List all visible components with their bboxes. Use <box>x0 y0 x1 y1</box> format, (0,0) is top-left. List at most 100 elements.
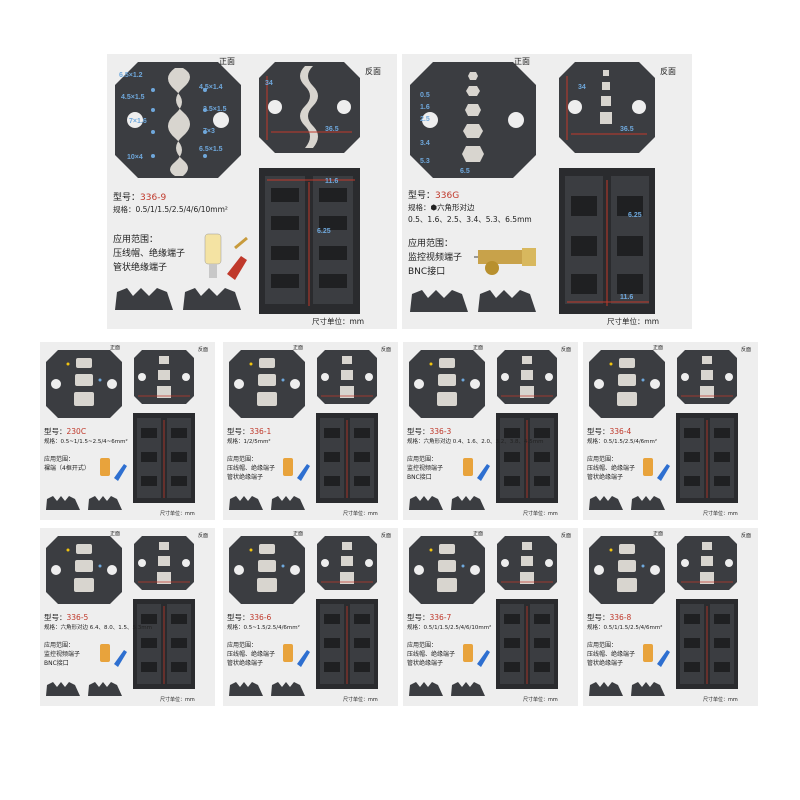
front-label: 正面 <box>473 531 484 537</box>
model-number: 336G <box>435 191 460 201</box>
spec-line: 规格：六角形对边 6.4、8.0、1.5、5.3mm <box>44 625 152 631</box>
front-label: 正面 <box>473 345 484 351</box>
model-number: 230C <box>66 427 87 436</box>
die-side-photo <box>676 599 738 689</box>
scope-line: 管状绝缘端子 <box>227 474 264 481</box>
die-side-photo <box>496 599 558 689</box>
model-line: 型号：336-3 <box>407 427 452 436</box>
back-label: 反面 <box>381 533 392 539</box>
spec-line: 规格：六角形对边 0.4、1.6、2.0、3.2、3.8、4.5mm <box>407 439 544 445</box>
front-mark: 3.4 <box>420 140 430 147</box>
scope-line: 压线帽、绝缘端子 <box>407 651 456 658</box>
scope-line: 监控视频端子 <box>407 465 444 472</box>
front-mark: 4.5×1.4 <box>199 84 223 91</box>
model-number: 336-5 <box>66 613 89 622</box>
scope-line: 压线帽、绝缘端子 <box>587 465 636 472</box>
scope-line: 管状绝缘端子 <box>227 660 264 667</box>
die-front-photo <box>46 536 122 604</box>
die-back-photo <box>259 62 360 153</box>
spec-value: 0.5/1/1.5/2.5/4/6/10mm² <box>135 205 228 214</box>
scope-line: 压线帽、绝缘端子 <box>227 651 276 658</box>
model-number: 336-4 <box>609 427 632 436</box>
unit-note: 尺寸单位：mm <box>703 511 738 517</box>
front-mark: 2.5 <box>420 116 430 123</box>
die-pieces-image <box>410 290 536 312</box>
spec-line: 规格：0.5/1/1.5/2.5/4/6mm² <box>587 625 663 631</box>
die-front-photo <box>229 536 305 604</box>
back-label: 反面 <box>365 67 381 76</box>
spec-line: 规格：0.5/1.5/2.5/4/6mm² <box>587 439 658 445</box>
die-side-photo <box>496 413 558 503</box>
back-label: 反面 <box>660 67 676 76</box>
spec-line: 规格：1/2/5mm² <box>227 439 271 445</box>
terminal-image <box>100 644 127 667</box>
model-number: 336-7 <box>429 613 452 622</box>
unit-note: 尺寸单位：mm <box>160 511 195 517</box>
scope-line: 压线帽、绝缘端子 <box>227 465 276 472</box>
die-side-photo <box>676 413 738 503</box>
scope-line: 管状绝缘端子 <box>407 660 444 667</box>
unit-note: 尺寸单位：mm <box>343 697 378 703</box>
die-pieces-image <box>589 682 665 696</box>
dimension-label: 34 <box>265 80 273 87</box>
dimension-label: 36.5 <box>620 126 634 133</box>
scope-title: 应用范围： <box>587 456 618 463</box>
unit-note: 尺寸单位：mm <box>343 511 378 517</box>
unit-note: 尺寸单位：mm <box>160 697 195 703</box>
scope-title: 应用范围： <box>113 235 159 245</box>
die-pieces-image <box>409 496 485 510</box>
model-number: 336-6 <box>249 613 272 622</box>
unit-note: 尺寸单位：mm <box>523 511 558 517</box>
die-back-photo <box>677 536 737 590</box>
die-side-photo <box>133 413 195 503</box>
scope-title: 应用范围： <box>44 642 75 649</box>
spec-value: 0.5/1.5/2.5/4/6mm² <box>603 439 658 445</box>
die-front-photo <box>409 536 485 604</box>
terminal-image <box>643 458 670 481</box>
front-mark: 4.5×1.5 <box>121 94 145 101</box>
die-back-photo <box>317 536 377 590</box>
front-label: 正面 <box>293 531 304 537</box>
model-line: 型号：336-8 <box>587 613 632 622</box>
die-back-photo <box>559 62 655 153</box>
back-label: 反面 <box>198 347 209 353</box>
terminal-image <box>643 644 670 667</box>
die-front-photo <box>115 62 241 178</box>
die-back-photo <box>677 350 737 404</box>
dimension-label: 11.6 <box>325 178 339 185</box>
product-card-336G: 0.5 1.6 2.5 3.4 5.3 6.5 正面 34 36.5 反面 6.… <box>402 54 692 329</box>
model-number: 336-3 <box>429 427 452 436</box>
scope-line: 监控视频端子 <box>44 651 81 658</box>
die-pieces-image <box>46 496 122 510</box>
model-line: 型号：336-6 <box>227 613 272 622</box>
back-label: 反面 <box>741 533 752 539</box>
product-card-336-9: 6.5×1.2 4.5×1.4 4.5×1.5 2.5×1.5 7×1.6 7×… <box>107 54 397 329</box>
model-line: 型号：336-7 <box>407 613 452 622</box>
spec-value: 六角形对边 6.4、8.0、1.5、5.3mm <box>60 625 152 631</box>
scope-line: 压线帽、绝缘端子 <box>587 651 636 658</box>
spec-value: 0.5/1/1.5/2.5/4/6mm² <box>603 625 663 631</box>
model-line: 型号：336-4 <box>587 427 632 436</box>
die-side-photo <box>133 599 195 689</box>
dimension-label: 6.25 <box>317 228 331 235</box>
terminal-image <box>204 233 248 280</box>
front-mark: 5.3 <box>420 158 430 165</box>
back-label: 反面 <box>381 347 392 353</box>
die-front-photo <box>410 62 536 178</box>
model-line: 型号：336G <box>408 191 460 201</box>
scope-line: 监控视频端子 <box>408 253 463 263</box>
front-mark: 10×4 <box>127 154 143 161</box>
model-line: 型号：230C <box>44 427 87 436</box>
die-back-photo <box>497 350 557 404</box>
bnc-connector-image <box>474 248 536 275</box>
terminal-image <box>100 458 127 481</box>
scope-line: 管状绝缘端子 <box>587 660 624 667</box>
model-number: 336-8 <box>609 613 632 622</box>
dimension-label: 6.25 <box>628 212 642 219</box>
back-label: 反面 <box>741 347 752 353</box>
model-line: 型号：336-1 <box>227 427 272 436</box>
